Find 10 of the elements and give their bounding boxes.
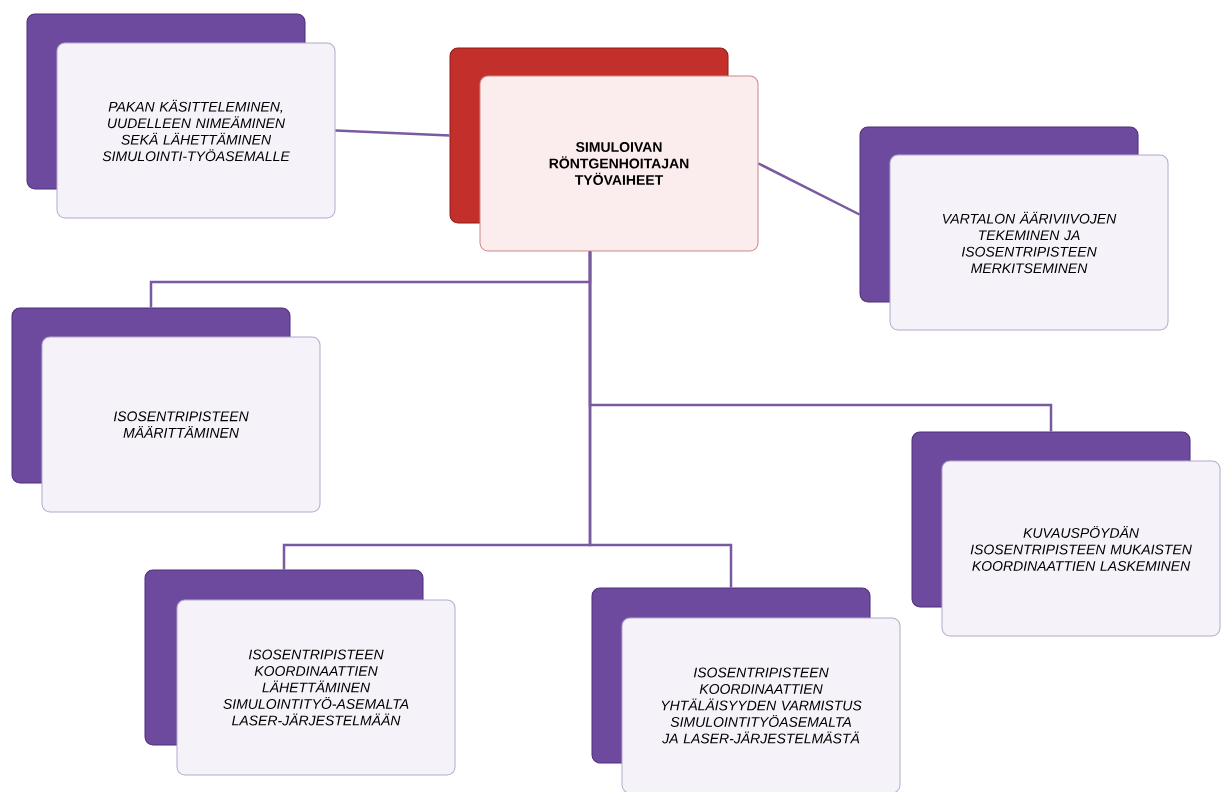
- title-box: SIMULOIVAN RÖNTGENHOITAJAN TYÖVAIHEET: [449, 47, 759, 252]
- connector-line: [588, 251, 733, 588]
- step-box: VARTALON ÄÄRIVIIVOJEN TEKEMINEN JA ISOSENTRIPISTEEN MERKITSEMINEN: [859, 126, 1169, 331]
- step-box: ISOSENTRIPISTEEN KOORDINAATTIEN YHTÄLÄISYYDEN VARMISTUS SIMULOINTITYÖASEMALTA JA LASER-JÄRJESTELMÄSTÄ: [591, 587, 901, 792]
- connector-line: [757, 162, 861, 216]
- connector-line: [335, 129, 450, 137]
- step-box: ISOSENTRIPISTEEN KOORDINAATTIEN LÄHETTÄMINEN SIMULOINTITYÖ-ASEMALTA LASER-JÄRJESTELMÄÄN: [144, 569, 456, 776]
- step-box: KUVAUSPÖYDÄN ISOSENTRIPISTEEN MUKAISTEN KOORDINAATTIEN LASKEMINEN: [911, 431, 1221, 637]
- step-box: PAKAN KÄSITTELEMINEN, UUDELLEEN NIMEÄMINEN SEKÄ LÄHETTÄMINEN SIMULOINTI-TYÖASEMALLE: [26, 13, 336, 219]
- step-box: ISOSENTRIPISTEEN MÄÄRITTÄMINEN: [11, 307, 321, 513]
